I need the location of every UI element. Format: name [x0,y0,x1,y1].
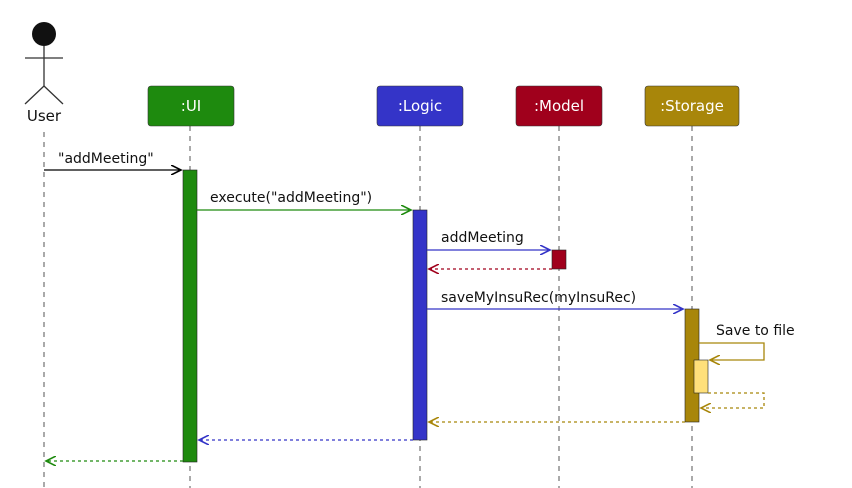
message-label: addMeeting [441,230,524,246]
message-label: saveMyInsuRec(myInsuRec) [441,290,636,306]
activation-ui [182,169,198,463]
activation-model [551,249,567,270]
participant-storage: :Storage [644,85,740,127]
message-label: Save to file [716,323,795,339]
participant-ui-label: :UI [181,97,201,115]
message-label: execute("addMeeting") [210,190,372,206]
activation-logic [412,209,428,441]
participant-model: :Model [515,85,603,127]
activation-storage-nested [693,359,709,394]
self-return-arrow [701,392,765,408]
message-label: "addMeeting" [58,151,154,167]
participant-ui: :UI [147,85,235,127]
self-message-arrow [699,342,765,360]
participant-model-label: :Model [534,97,584,115]
participant-logic: :Logic [376,85,464,127]
participant-logic-label: :Logic [398,97,442,115]
participant-storage-label: :Storage [660,97,724,115]
actor-label: User [27,107,62,125]
user-actor-icon [24,22,64,105]
